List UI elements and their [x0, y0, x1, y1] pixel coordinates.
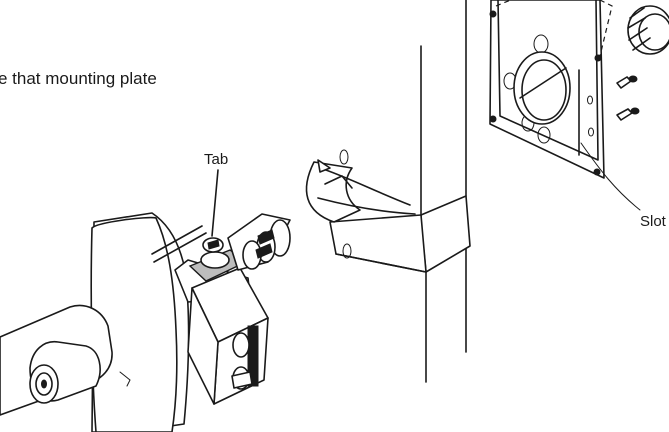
slot-label: Slot: [640, 213, 666, 230]
tab-label: Tab: [204, 151, 229, 168]
mounting-plate-illustration: [489, 0, 613, 179]
threaded-ring-illustration: [627, 5, 669, 55]
instruction-text: e that mounting plate: [0, 69, 157, 88]
slot-leader-line: [580, 142, 641, 211]
mounting-screws-illustration: [616, 75, 640, 121]
lever-lock-illustration: [0, 169, 291, 432]
door-edge-illustration: [305, 0, 471, 383]
tab-leader-line: [211, 169, 219, 237]
